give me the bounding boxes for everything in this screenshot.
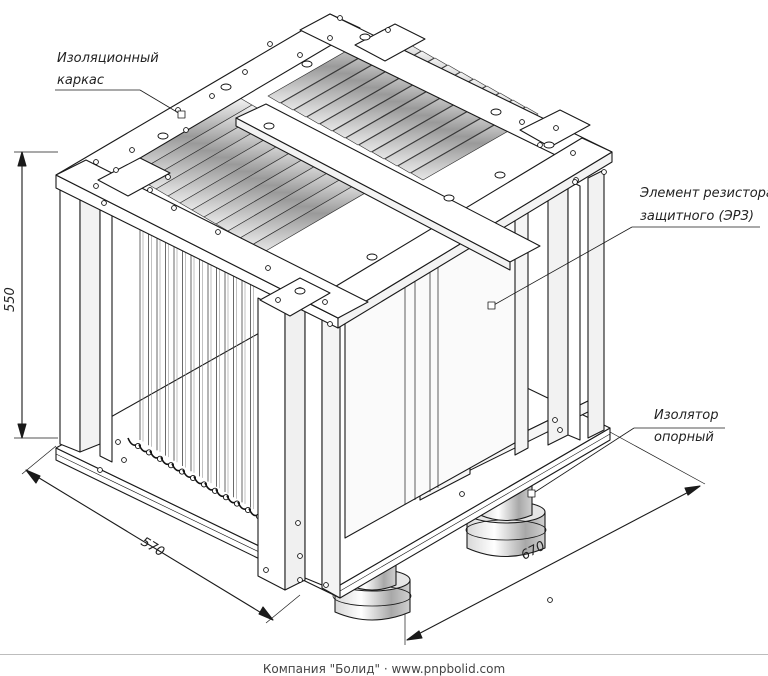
bolt [601,169,607,175]
footer-divider [0,654,768,655]
top-resistor-fins [119,29,539,253]
left-face-fins [139,212,254,510]
mounting-hole [157,132,169,140]
footer-caption: Компания "Болид" · www.pnpbolid.com [262,662,506,676]
bolt [557,427,563,433]
bolt [97,467,103,473]
insulator-callout-line2: опорный [654,430,714,445]
frame-bolts [93,15,607,603]
bolt [327,321,333,327]
callout-leaders [55,89,760,498]
depth-dimension: 570 [138,535,167,561]
bolt [572,179,578,185]
mounting-hole [359,33,371,41]
bolt [385,27,391,33]
mounting-hole [263,122,275,130]
bolt [115,439,121,445]
bolt [93,183,99,189]
bolt [547,597,553,603]
bolt [171,205,177,211]
bolt [101,200,107,206]
mounting-hole [366,253,378,261]
bolt [267,41,273,47]
mounting-hole [301,60,313,68]
bolt [121,457,127,463]
dimension-lines [14,151,706,645]
bolt [215,229,221,235]
bolt [519,119,525,125]
mounting-hole [490,108,502,116]
bolt [553,125,559,131]
bolt [322,299,328,305]
bolt [297,52,303,58]
bolt [323,582,329,588]
bolt [295,520,301,526]
bolt [297,577,303,583]
bolt [570,150,576,156]
bolt [297,553,303,559]
mounting-hole [543,141,555,149]
resistor-callout-line2: защитного (ЭРЗ) [640,209,754,224]
bolt [209,93,215,99]
mounting-hole [220,83,232,91]
bolt [265,265,271,271]
bolt [183,127,189,133]
mounting-hole [494,171,506,179]
bolt [165,174,171,180]
top-frame [55,13,613,329]
height-dimension: 550 [3,287,18,312]
insulator-callout-line1: Изолятор [654,408,719,423]
resistor-callout-line1: Элемент резистора [639,186,768,201]
bolt [263,567,269,573]
frame-callout-line1: Изоляционный [57,51,159,66]
bolt [129,147,135,153]
bolt [552,417,558,423]
bolt [275,297,281,303]
bolt [113,167,119,173]
bolt [147,187,153,193]
mounting-hole [294,287,306,295]
frame-callout-line2: каркас [57,73,104,88]
bolt [459,491,465,497]
mounting-hole [443,194,455,202]
bolt [327,35,333,41]
bolt [337,15,343,21]
bolt [93,159,99,165]
bolt [242,69,248,75]
bolt [537,142,543,148]
